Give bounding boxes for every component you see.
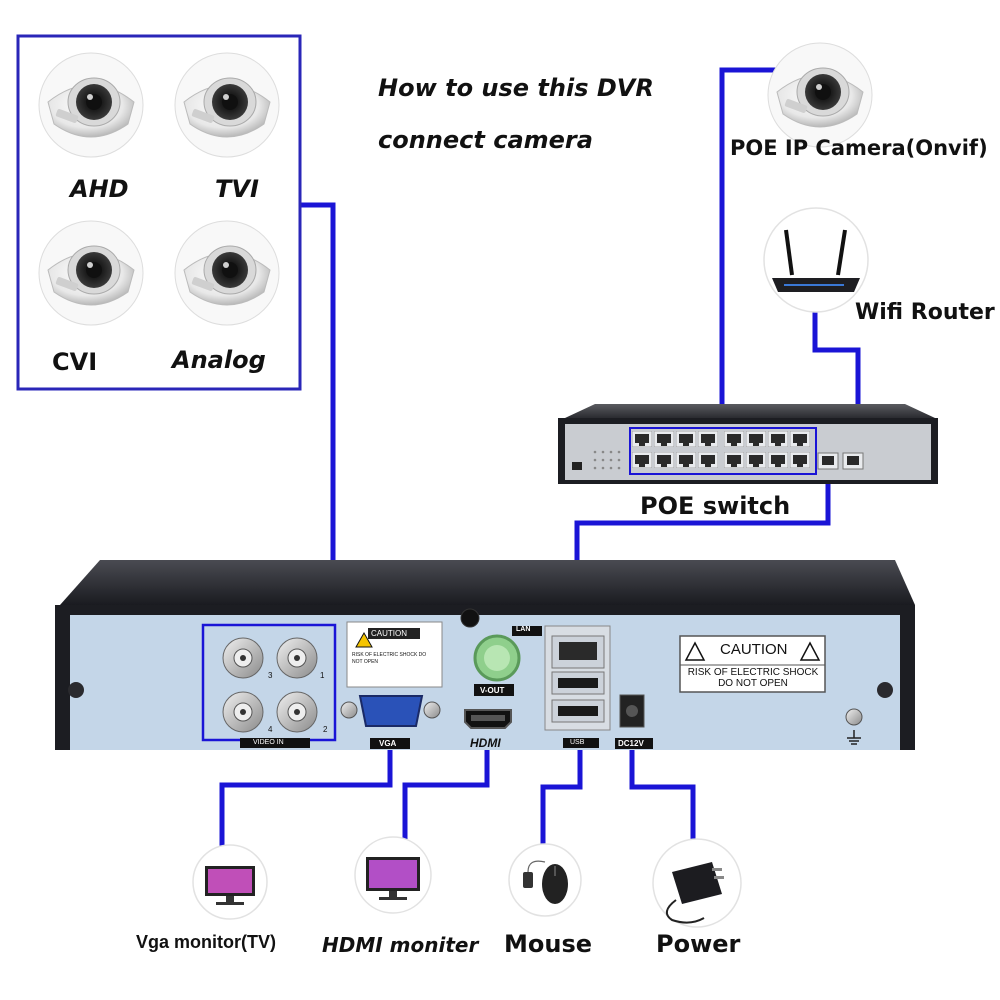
switch-port xyxy=(746,431,766,447)
switch-port xyxy=(790,431,810,447)
wire-ip-camera xyxy=(719,67,778,430)
switch-port xyxy=(790,452,810,468)
ip-camera-icon xyxy=(767,42,873,148)
switch-port xyxy=(698,452,718,468)
label-analog: Analog xyxy=(172,346,266,374)
wire-analog-cameras xyxy=(300,202,336,630)
label-ahd: AHD xyxy=(70,175,129,203)
label-poe-switch: POE switch xyxy=(640,492,791,520)
diagram-title-line2: connect camera xyxy=(378,126,593,154)
label-power: Power xyxy=(656,930,741,958)
analog-camera-frame xyxy=(16,34,302,391)
switch-port xyxy=(654,431,674,447)
wire-power xyxy=(629,720,696,840)
label-wifi-router: Wifi Router xyxy=(855,300,995,325)
small-caution-text: RISK OF ELECTRIC SHOCK DO NOT OPEN xyxy=(352,652,427,665)
wire-hdmi xyxy=(402,720,490,840)
caution-title: CAUTION xyxy=(720,641,788,658)
switch-port xyxy=(724,431,744,447)
switch-port xyxy=(632,452,652,468)
hdmi-port xyxy=(464,709,512,729)
poe-switch-icon xyxy=(558,404,938,484)
vga-port xyxy=(340,695,441,727)
mouse-icon xyxy=(508,843,582,917)
switch-port xyxy=(676,452,696,468)
wire-vga xyxy=(219,718,393,860)
label-cvi: CVI xyxy=(52,348,98,376)
bnc-ports xyxy=(222,637,318,733)
dvr-device xyxy=(55,560,915,750)
label-vga-monitor: Vga monitor(TV) xyxy=(136,932,276,952)
switch-port xyxy=(724,452,744,468)
switch-port xyxy=(698,431,718,447)
vga-monitor-icon xyxy=(192,844,268,920)
small-caution-title: CAUTION xyxy=(371,629,407,638)
label-video-in: VIDEO IN xyxy=(253,739,284,746)
label-mouse: Mouse xyxy=(504,930,593,958)
wifi-router-icon xyxy=(763,207,869,313)
label-port-1: 1 xyxy=(320,671,325,680)
switch-port xyxy=(768,431,788,447)
switch-port xyxy=(632,431,652,447)
label-vga-port: VGA xyxy=(379,739,397,748)
label-port-3: 3 xyxy=(268,671,273,680)
label-tvi: TVI xyxy=(215,175,259,203)
switch-port xyxy=(676,431,696,447)
camera-cvi-icon xyxy=(38,220,144,326)
label-usb-port: USB xyxy=(570,739,585,746)
power-adapter-icon xyxy=(652,838,742,928)
camera-tvi-icon xyxy=(174,52,280,158)
camera-analog-icon xyxy=(174,220,280,326)
label-port-4: 4 xyxy=(268,725,273,734)
label-hdmi-monitor: HDMI moniter xyxy=(322,933,479,957)
wire-usb xyxy=(540,720,583,845)
caution-text-line1: RISK OF ELECTRIC SHOCK xyxy=(687,667,819,678)
diagram-title-line1: How to use this DVR xyxy=(378,74,654,102)
switch-port xyxy=(746,452,766,468)
label-lan: LAN xyxy=(516,626,531,633)
label-dc-port: DC12V xyxy=(618,739,644,748)
caution-label xyxy=(679,635,826,693)
label-ip-camera: POE IP Camera(Onvif) xyxy=(730,136,988,160)
switch-port xyxy=(654,452,674,468)
hdmi-monitor-icon xyxy=(354,836,432,914)
caution-text-line2: DO NOT OPEN xyxy=(718,678,788,689)
switch-port xyxy=(768,452,788,468)
label-port-2: 2 xyxy=(323,725,328,734)
label-vout: V-OUT xyxy=(480,686,505,695)
camera-ahd-icon xyxy=(38,52,144,158)
label-hdmi-port: HDMI xyxy=(470,736,501,750)
